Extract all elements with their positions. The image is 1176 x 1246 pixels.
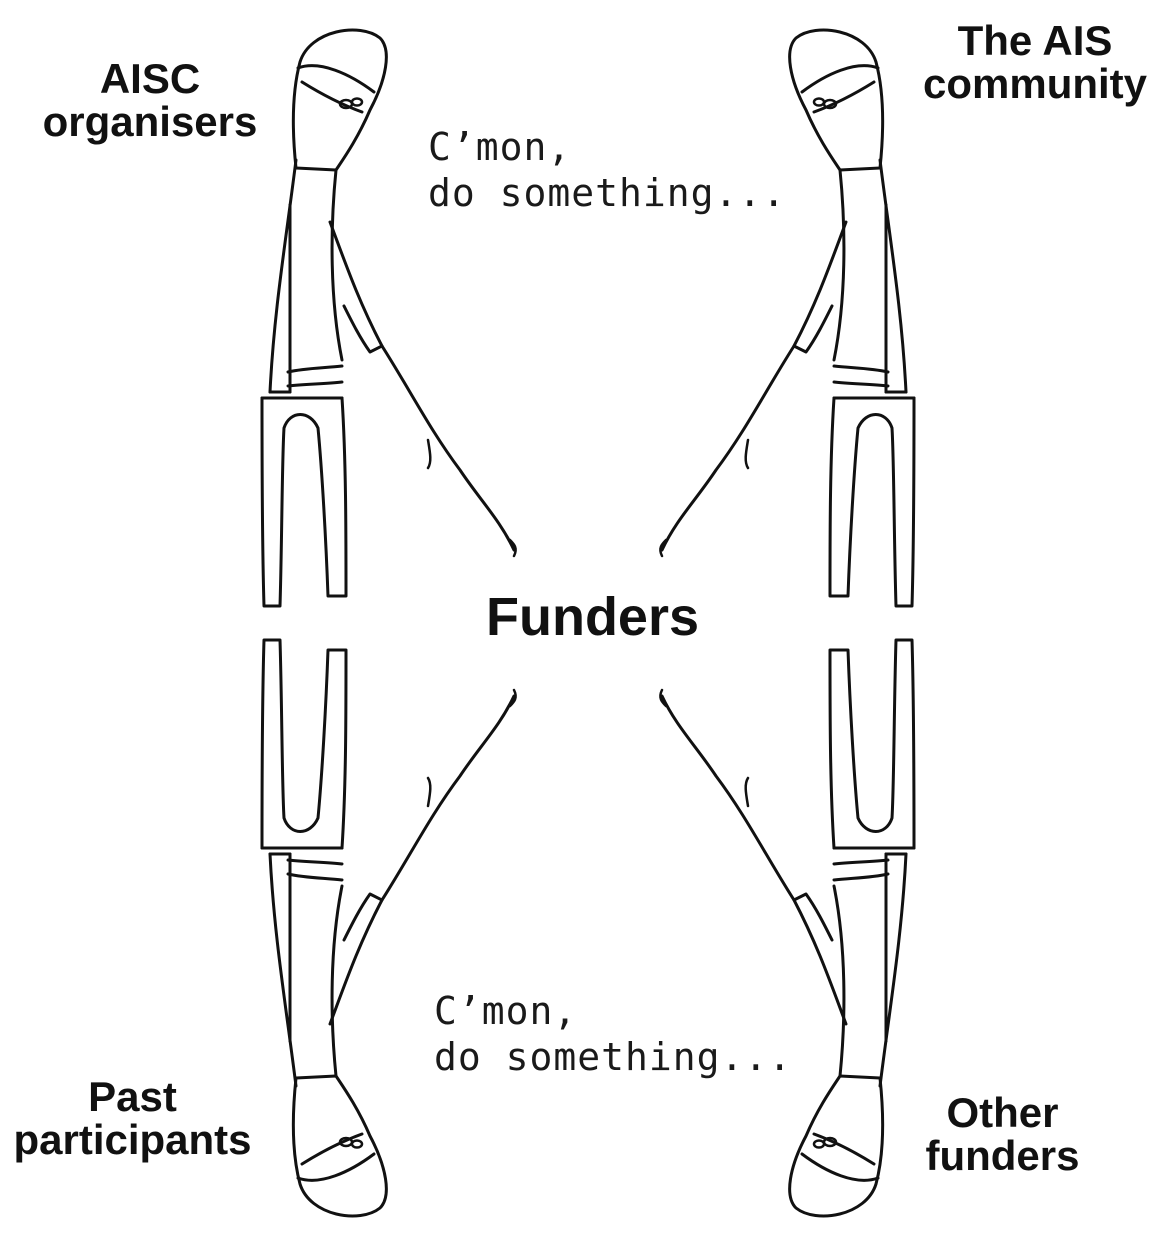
label-aisc-line-2: organisers [42,97,258,145]
label-past-participants: Past participants [5,1073,260,1163]
figure-bottom-left [260,638,517,1218]
label-ais-line-1: The AIS [957,17,1113,64]
label-other-line-1: Other [946,1089,1059,1136]
label-funders-center: Funders [485,587,700,647]
label-other-line-2: funders [925,1131,1080,1179]
speech-top-line-1: C’mon, [428,125,572,169]
speech-top: C’mon, do something... [428,124,786,217]
figure-bottom-right [659,638,916,1218]
speech-bottom-line-1: C’mon, [434,989,578,1033]
label-ais-community: The AIS community [915,17,1155,107]
figure-top-left [260,28,517,608]
speech-bottom-line-2: do something... [434,1035,793,1080]
speech-top-line-2: do something... [428,171,787,216]
label-ais-line-2: community [922,59,1148,107]
label-past-line-1: Past [88,1073,177,1120]
label-aisc-organisers: AISC organisers [40,55,260,145]
figure-top-right [659,28,916,608]
label-aisc-line-1: AISC [99,55,201,102]
label-past-line-2: participants [13,1115,252,1163]
speech-bottom: C’mon, do something... [434,988,792,1081]
label-other-funders: Other funders [915,1089,1090,1179]
